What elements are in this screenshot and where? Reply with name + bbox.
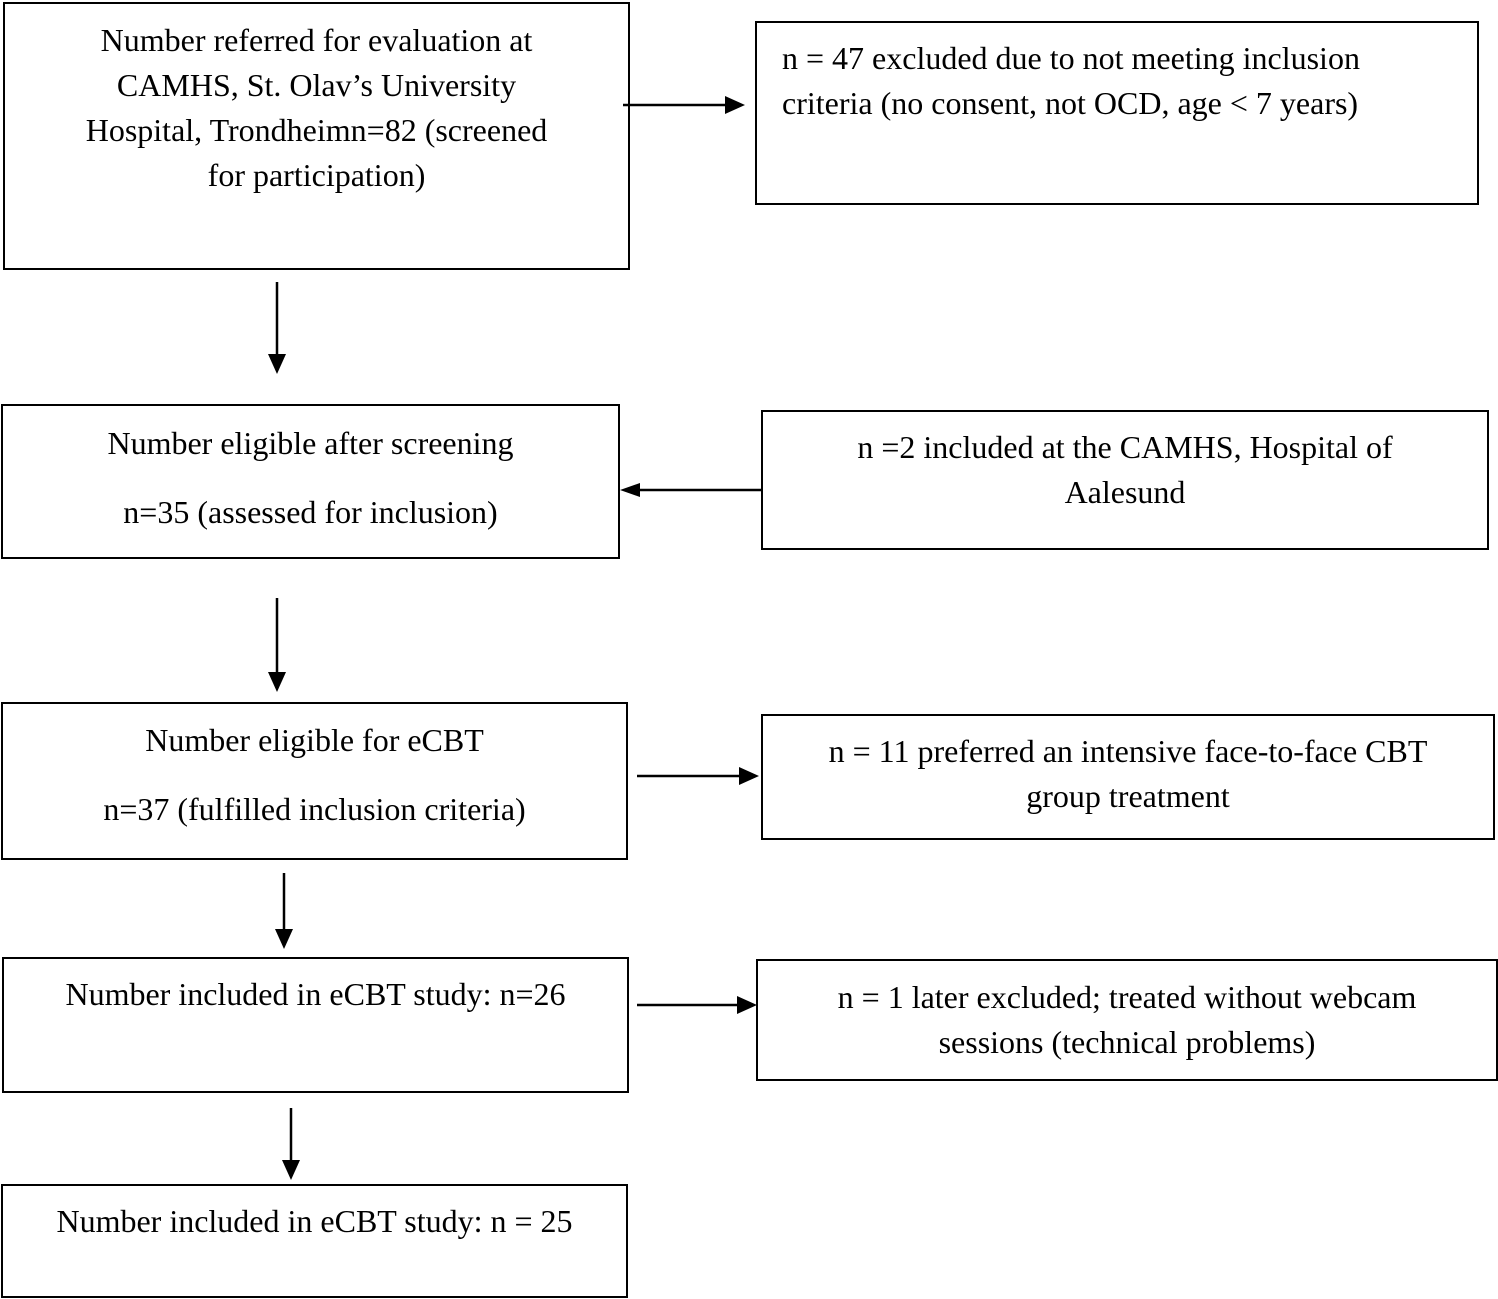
- eligible-line-2: n=35 (assessed for inclusion): [123, 494, 498, 530]
- referred-line-4: for participation): [207, 157, 426, 193]
- eligible-ecbt-box: Number eligible for eCBT n=37 (fulfilled…: [1, 702, 628, 860]
- arrowhead-ecbt: [268, 672, 286, 692]
- referred-box: Number referred for evaluation at CAMHS,…: [3, 2, 630, 270]
- arrowhead-into-eligible: [620, 483, 640, 497]
- preferred-line-1: n = 11 preferred an intensive face-to-fa…: [828, 733, 1428, 769]
- arrowhead-eligible: [268, 354, 286, 374]
- arrowhead-excluded-1: [737, 996, 757, 1014]
- arrowhead-included-26: [275, 929, 293, 949]
- excluded-47-line-1: n = 47 excluded due to not meeting inclu…: [782, 40, 1360, 76]
- included-25-box: Number included in eCBT study: n = 25: [1, 1184, 628, 1298]
- included-25-line-1: Number included in eCBT study: n = 25: [56, 1203, 573, 1239]
- referred-line-2: CAMHS, St. Olav’s University: [116, 67, 517, 103]
- preferred-face-to-face-box: n = 11 preferred an intensive face-to-fa…: [761, 714, 1495, 840]
- included-26-line-1: Number included in eCBT study: n=26: [65, 976, 566, 1012]
- eligible-ecbt-line-2: n=37 (fulfilled inclusion criteria): [103, 791, 526, 827]
- excluded-1-box: n = 1 later excluded; treated without we…: [756, 959, 1498, 1081]
- arrowhead-excluded-47: [725, 96, 745, 114]
- included-26-box: Number included in eCBT study: n=26: [2, 957, 629, 1093]
- excluded-47-box: n = 47 excluded due to not meeting inclu…: [755, 21, 1479, 205]
- referred-line-3: Hospital, Trondheimn=82 (screened: [85, 112, 548, 148]
- excluded-1-line-2: sessions (technical problems): [938, 1024, 1316, 1060]
- preferred-line-2: group treatment: [1026, 778, 1230, 814]
- excluded-1-line-1: n = 1 later excluded; treated without we…: [837, 979, 1417, 1015]
- eligible-ecbt-line-1: Number eligible for eCBT: [145, 722, 484, 758]
- eligible-after-screening-box: Number eligible after screening n=35 (as…: [1, 404, 620, 559]
- arrowhead-included-25: [282, 1160, 300, 1180]
- referred-line-1: Number referred for evaluation at: [100, 22, 533, 58]
- aalesund-box: n =2 included at the CAMHS, Hospital of …: [761, 410, 1489, 550]
- aalesund-line-1: n =2 included at the CAMHS, Hospital of: [857, 429, 1393, 465]
- excluded-47-line-2: criteria (no consent, not OCD, age < 7 y…: [782, 85, 1359, 121]
- aalesund-line-2: Aalesund: [1064, 474, 1186, 510]
- eligible-line-1: Number eligible after screening: [107, 425, 514, 461]
- arrowhead-preferred: [739, 767, 759, 785]
